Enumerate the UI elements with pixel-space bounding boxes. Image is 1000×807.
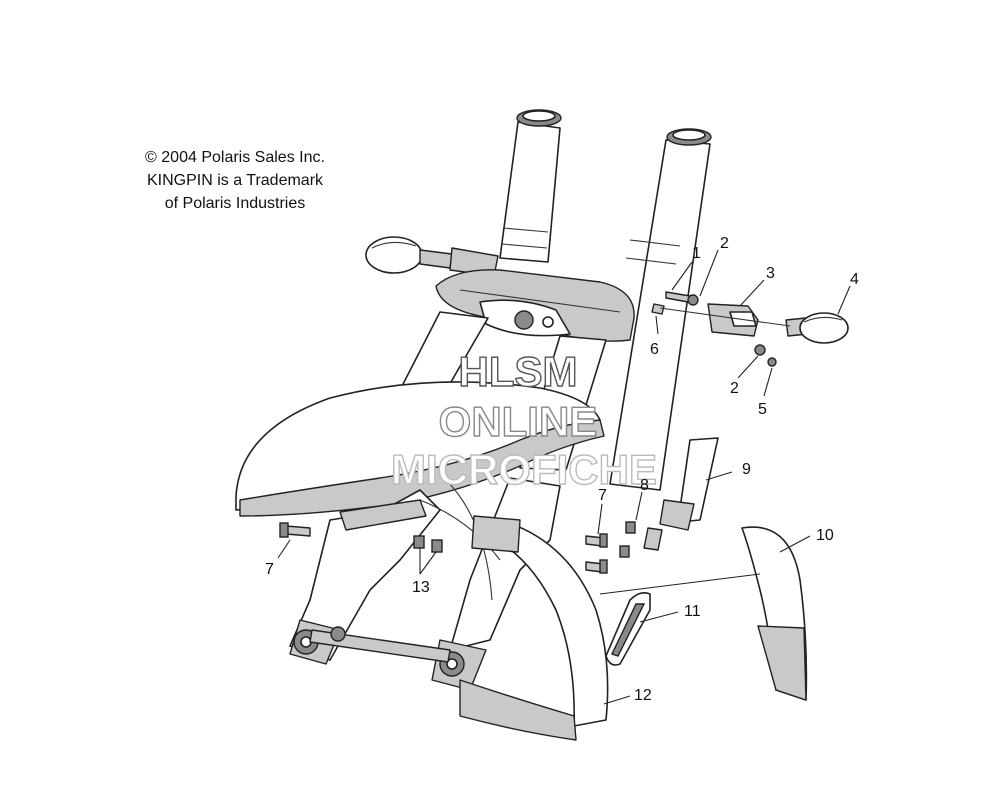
callout-2-bottom: 2: [730, 380, 739, 397]
watermark: HLSM ONLINE MICROFICHE: [390, 347, 657, 493]
callout-4: 4: [850, 271, 859, 288]
fender-trim-10: [741, 526, 808, 701]
triple-clamp: [435, 269, 635, 342]
copyright-line-3: of Polaris Industries: [164, 195, 306, 212]
callout-8: 8: [640, 477, 649, 494]
right-signal-assembly: [651, 291, 849, 367]
copyright-notice: © 2004 Polaris Sales Inc. KINGPIN is a T…: [100, 146, 370, 215]
callout-2-top: 2: [720, 235, 729, 252]
callout-13: 13: [412, 579, 430, 596]
callout-3: 3: [766, 265, 775, 282]
callout-7-left: 7: [265, 561, 274, 578]
bolt-7-right: [585, 533, 608, 574]
watermark-line-1: HLSM: [459, 348, 578, 395]
reflector-11: [605, 592, 651, 666]
left-fork-tube: [499, 109, 562, 263]
callout-6: 6: [650, 341, 659, 358]
right-fork-tube: [609, 128, 712, 491]
front-axle: [309, 626, 451, 663]
fender-skirt: [419, 479, 609, 741]
callout-1: 1: [692, 245, 701, 262]
bracket-9: [643, 437, 719, 551]
watermark-line-2: ONLINE: [439, 398, 598, 445]
callout-10: 10: [816, 527, 834, 544]
watermark-line-3: MICROFICHE: [391, 446, 657, 493]
nut-13: [413, 535, 443, 553]
callout-11: 11: [684, 603, 701, 620]
leader-lines: [277, 249, 851, 705]
callout-12: 12: [634, 687, 652, 704]
callout-9: 9: [742, 461, 751, 478]
callout-5: 5: [758, 401, 767, 418]
callout-7-right: 7: [598, 487, 607, 504]
copyright-line-1: © 2004 Polaris Sales Inc.: [145, 149, 325, 166]
bolt-7-left: [279, 522, 311, 538]
copyright-line-2: KINGPIN is a Trademark: [146, 172, 324, 189]
fender-bracket: [339, 499, 521, 553]
bolt-8: [619, 521, 636, 558]
right-fork-slider: [431, 477, 561, 691]
callouts: 1 2 3 4 6 2 5 9 8 7 10 7 13 11 12: [265, 235, 859, 704]
